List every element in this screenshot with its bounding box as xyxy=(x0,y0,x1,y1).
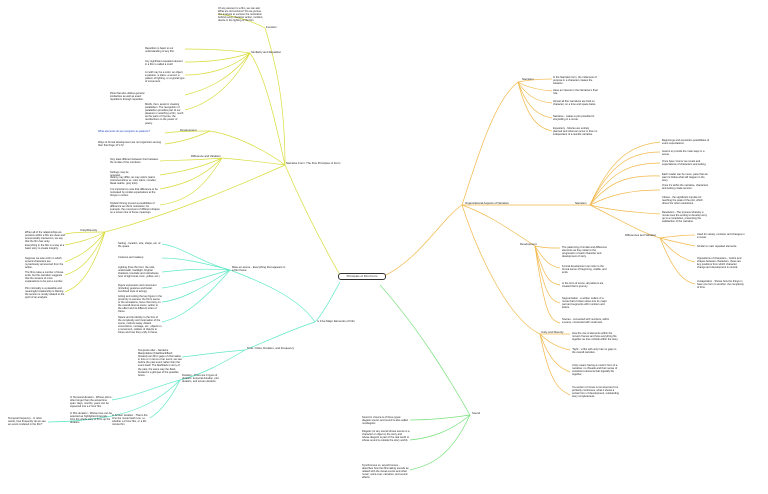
node-diff-2: Settings may be opposed. xyxy=(110,171,129,178)
node-dev-1[interactable]: What elements do we recognize as pattern… xyxy=(98,130,150,133)
node-unity-5: Plot minimally is a plausible and meanin… xyxy=(25,287,65,300)
node-dev2-1: The patterning of similar and difference… xyxy=(562,246,607,259)
node-nar-11: Climax - the significant impulse for rea… xyxy=(662,196,703,206)
node-nar-6: Beginnings and exposition possibilities … xyxy=(662,139,710,146)
node-diffs-4: Juxtaposition - Shows how the things in … xyxy=(697,280,744,290)
node-diff-4: It is important to note that difference … xyxy=(110,188,158,198)
node-time-3: In Temporal duration - Whose plot is oft… xyxy=(70,396,112,409)
node-nar-7: Goal is to provide the main ways in a sc… xyxy=(662,150,705,157)
node-unity-2: Everything in the film is a way at a bas… xyxy=(25,244,65,251)
link-mise xyxy=(229,269,316,323)
node-mise[interactable]: Mise-en-scene - Everything that appears … xyxy=(232,265,286,273)
node-nar-12: Resolution - The process whereby a movie… xyxy=(662,211,707,224)
node-mise-4: Figure expression and movement (includin… xyxy=(118,284,157,294)
link-differences xyxy=(589,204,661,239)
link-unity xyxy=(104,164,286,233)
node-diff-5: Stylistic filming proved a possibilities… xyxy=(110,202,160,215)
node-dev2-2: Formal development can refer to the form… xyxy=(562,265,607,275)
node-dev-2: Ways of formal development are not organ… xyxy=(98,141,162,148)
node-dev2-3: In the intro of scene, all patterns are … xyxy=(562,282,604,289)
node-difference[interactable]: Difference and Variation xyxy=(191,154,221,158)
node-mise-2: Costume and makeup xyxy=(118,256,144,259)
branch-narrative-form[interactable]: Narrative Form: The Five Principles of F… xyxy=(286,161,341,165)
node-sound-1: Sound in cinema is of three types: diege… xyxy=(362,416,408,426)
node-nar-10: Once it's within the narrative, characte… xyxy=(662,184,709,191)
node-sound-3: Synchronous vs. asynchronous - describes… xyxy=(362,464,409,480)
node-mise-1: Setting - location, size, shape, etc. of… xyxy=(118,242,161,249)
node-sim-4: Plots that also utilizes general similar… xyxy=(110,92,145,102)
node-time-5: In Screen duration - That is the time th… xyxy=(112,414,148,427)
node-unity2-4: If a section of movie is removed and it … xyxy=(572,386,620,399)
node-time-2: Duration - There are 3 types of duration… xyxy=(182,374,219,384)
node-nar-1: In the Narrative form, the initial sets … xyxy=(553,76,597,86)
node-mise-6: Space and its identity to the fore of th… xyxy=(118,316,162,335)
node-time[interactable]: Time: Order, Duration, and Frequency xyxy=(247,346,294,350)
node-dev2-5: Scenes - connected with numbers; within … xyxy=(562,318,610,325)
node-sim-1: Repetition is basic to our understanding… xyxy=(145,47,175,54)
link-development2 xyxy=(461,204,536,247)
node-unity-1: When all of the relationships we perceiv… xyxy=(25,231,65,244)
node-mise-5: Acting and cutting the key figure in the… xyxy=(118,295,162,314)
node-time-6: Temporal frequency - In other words, how… xyxy=(8,417,46,427)
link-root-left-top xyxy=(284,164,341,276)
link-sound xyxy=(379,284,471,416)
branch-five-elements[interactable]: 4. Five Major Elements of Film xyxy=(317,319,355,323)
node-unity2-2: 'Tight' - a film with unity has no gaps … xyxy=(572,348,617,355)
node-time-4: In Plot duration - Whose time can be sel… xyxy=(70,412,112,425)
node-diffs-1: Used for variety, contrast, and changes … xyxy=(697,233,745,240)
branch-sound[interactable]: Sound xyxy=(472,411,481,415)
node-nar-2: Have an interest in the Narrative's fina… xyxy=(553,89,598,96)
node-unity[interactable]: Unity/Disunity xyxy=(80,228,98,232)
link-difference xyxy=(221,157,286,166)
node-unity-4: The films raise a number of loose ends, … xyxy=(25,271,64,284)
node-nar-3: Almost all film narratives are built on … xyxy=(553,100,596,107)
node-nar-5: Expository - Movies are entirely planned… xyxy=(553,127,598,137)
link-narrative xyxy=(461,81,519,206)
node-dev2-4: Segmentation - a written outline of a mo… xyxy=(562,297,607,310)
node-unity-3: Suppose we saw a film in which several c… xyxy=(25,257,64,270)
node-nar-4: Narrative - makes a plot possible for st… xyxy=(553,115,595,122)
node-similarity[interactable]: Similarity and Repetition xyxy=(251,50,282,54)
link-unity2 xyxy=(461,204,541,335)
node-sim-2: Any significant repeated element in a fi… xyxy=(145,60,183,67)
link-root-left-bottom xyxy=(314,281,341,323)
node-sound-2: Diegetic (or any sound whose source is a… xyxy=(362,430,410,443)
node-diff-3: Variety may differ, as may colors (warm … xyxy=(110,176,157,186)
branch-organizational[interactable]: Organizational Aspects of Narrative xyxy=(465,201,509,205)
link-development xyxy=(209,130,286,166)
node-narration[interactable]: Narration xyxy=(575,201,587,205)
node-diffs-3: Oppositions of characters - Colors and s… xyxy=(697,257,742,270)
node-unity2[interactable]: Unity and Disunity xyxy=(541,330,564,334)
node-development[interactable]: Development xyxy=(180,128,197,132)
node-function-text: Of any element in a film, we can ask: Wh… xyxy=(218,7,264,23)
node-differences[interactable]: Differences and Variation xyxy=(625,233,657,237)
node-narrative[interactable]: Narration xyxy=(522,77,534,81)
node-diffs-2: Similar to main repeated elements. xyxy=(697,245,738,248)
node-unity2-3: Unity means having a movie's form of a n… xyxy=(572,364,618,377)
link-root-right-top xyxy=(379,204,463,279)
node-sim-5: Motifs, then, assist in creating paralle… xyxy=(145,103,184,125)
node-unity2-1: How the use of elements within the movie… xyxy=(572,332,619,342)
root-node[interactable]: Principles of Film Form xyxy=(338,273,386,281)
node-development2[interactable]: Development xyxy=(520,242,537,246)
link-time xyxy=(244,321,316,351)
node-nar-8: Once have 'rooms' as novels and expectat… xyxy=(662,160,707,167)
link-similarity xyxy=(249,52,286,166)
node-diff-1: Very least different between their betwe… xyxy=(110,158,159,165)
node-sim-3: A motif may be a color, an object, a pas… xyxy=(145,71,185,84)
link-function xyxy=(264,27,286,166)
node-time-1: Temporal order - Narrative Manipulation … xyxy=(138,349,182,377)
node-mise-3: Lighting (how the front, the side, under… xyxy=(118,266,160,279)
node-nar-9: Each reader can be move, pace that we wa… xyxy=(662,173,708,183)
node-function[interactable]: Function xyxy=(266,25,277,29)
